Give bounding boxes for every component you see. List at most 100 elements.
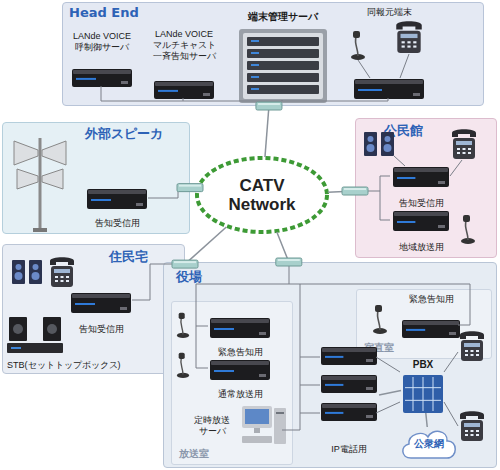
wire (300, 357, 320, 358)
wire (388, 98, 389, 101)
rack-led (251, 76, 259, 78)
cloud-text-wrap: 公衆網 (399, 427, 459, 461)
rack-unit (247, 37, 319, 46)
pc-monitor (242, 406, 272, 428)
stb-device: STB(セットトップボックス) (7, 317, 137, 371)
network-link (328, 191, 355, 192)
device-body (210, 318, 270, 338)
wire (380, 176, 390, 220)
wire (300, 284, 301, 430)
network-switch (256, 102, 282, 110)
stb-cone (47, 324, 57, 334)
device-body (87, 189, 147, 209)
device-label: STB(セットトップボックス) (7, 360, 121, 371)
horn (17, 169, 38, 189)
device-port (438, 225, 445, 228)
broadcast-device: 通常放送用 (208, 360, 272, 400)
device-icon (210, 318, 270, 338)
device-label: 緊急告知用 (409, 294, 454, 305)
region-heading: 公民館 (384, 123, 423, 138)
pbx-grid (405, 400, 441, 401)
rack-unit (247, 85, 319, 94)
device-top (155, 82, 213, 86)
pbx-grid (433, 377, 434, 411)
device-stripe (91, 199, 111, 201)
wire (300, 385, 320, 386)
server-rack: 端末管理サーバ (235, 11, 331, 103)
device-top (72, 294, 130, 298)
pbx-grid (405, 387, 441, 388)
receiver-device: 告知受信用 (85, 189, 149, 229)
device-label: 告知受信用 (399, 198, 444, 209)
phone-icon (460, 411, 484, 441)
phone-icon (396, 21, 422, 53)
rack-frame (239, 29, 327, 103)
wire (376, 357, 400, 372)
rack-inner (243, 33, 323, 99)
device-port (413, 93, 420, 96)
network-link (190, 187, 197, 189)
wire (355, 191, 380, 192)
device-body (402, 320, 460, 338)
mic-icon (373, 305, 387, 334)
server-device: LANde VOICE 呼制御サーバ (67, 31, 137, 87)
wire (196, 284, 208, 368)
wire (289, 262, 290, 284)
device-stripe (76, 78, 96, 80)
pbx-box: PBX (401, 359, 445, 413)
broadcast-device: 地域放送用 (391, 211, 451, 253)
horn (14, 141, 38, 165)
phone-icon (452, 129, 476, 159)
device-stripe (325, 412, 343, 414)
device-port (438, 181, 445, 184)
wire (450, 160, 462, 176)
device-body (71, 293, 131, 313)
public-network-cloud: 公衆網 (399, 427, 459, 461)
network-switch-top (174, 261, 196, 263)
cloud-label: 公衆網 (414, 437, 444, 451)
pbx-grid (413, 377, 414, 411)
wire (394, 156, 405, 166)
internal-wires (101, 54, 470, 430)
device-label: 緊急告知用 (218, 347, 263, 358)
device-port (366, 387, 373, 390)
wire (148, 188, 190, 198)
device-label: 地域放送用 (399, 242, 444, 253)
server-device: LANde VOICE マルチキャスト 一斉告知サーバ (141, 29, 227, 99)
network-ellipse: CATV Network (194, 155, 330, 235)
ip-phone-device: IP電話用 (319, 347, 379, 455)
network-label: CATV Network (217, 176, 307, 214)
device-port (121, 81, 128, 84)
network-switch-top (344, 188, 366, 190)
pc-screen (245, 409, 269, 424)
device-stripe (158, 90, 178, 92)
ellipse-shape (197, 158, 327, 232)
mic-icon (461, 215, 475, 244)
emergency-device: 緊急告知用 (208, 318, 272, 358)
region-box: 公民館告知受信用地域放送用 (355, 118, 497, 258)
region-heading: 住民宅 (109, 249, 148, 264)
stb-body (7, 343, 63, 353)
network-switch-top (179, 185, 201, 187)
wire (183, 98, 184, 101)
horn (42, 169, 63, 189)
device-stripe (406, 329, 425, 331)
rack-unit (247, 49, 319, 58)
device-icon (354, 79, 424, 99)
mic-icon (177, 353, 189, 378)
device-body (393, 211, 449, 231)
device-top (322, 376, 376, 380)
mic-icon (351, 31, 365, 60)
device-port (259, 332, 266, 335)
cloud-shape (403, 431, 455, 458)
device-port (120, 307, 127, 310)
wire (444, 402, 458, 426)
device-icon (7, 317, 63, 353)
wire (196, 284, 470, 285)
device-icon (402, 320, 460, 338)
device-top (322, 348, 376, 352)
speaker-icon (12, 260, 42, 284)
stb-led (11, 347, 21, 349)
device-stripe (325, 384, 343, 386)
